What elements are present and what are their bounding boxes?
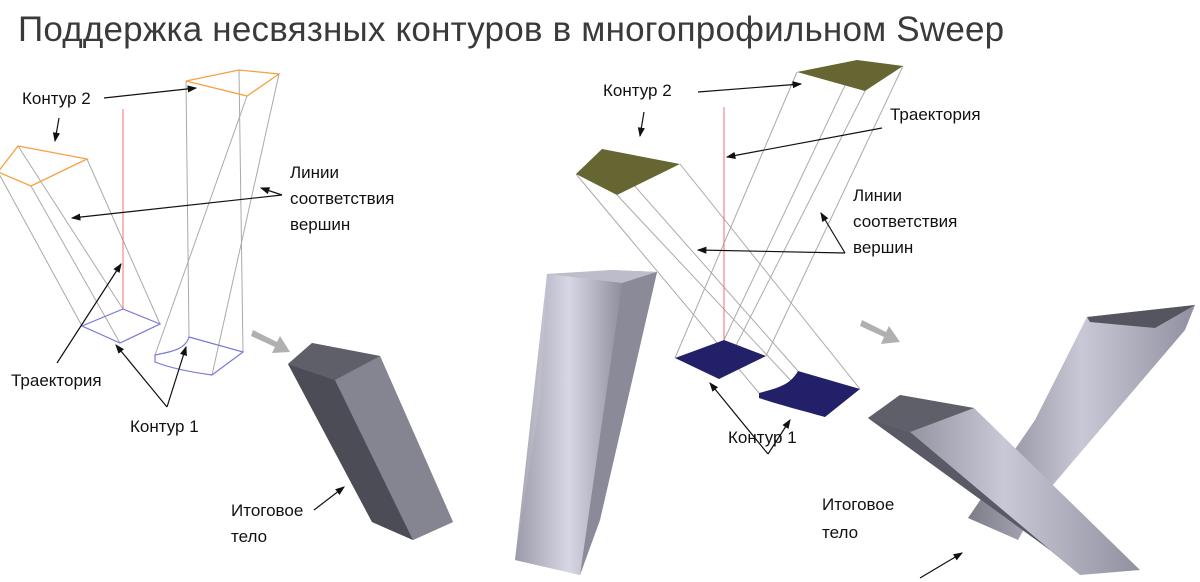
right-contour2-label: Контур 2 [603,81,672,100]
contour2-right-a [576,149,680,195]
contour1-left-b [154,336,245,376]
left-result-label-line2: тело [231,527,268,546]
left-trajectory-label: Траектория [11,371,102,390]
gray-arrow-left [251,330,290,353]
contour1-right-b [759,371,860,417]
right-trajectory-label: Траектория [890,105,981,124]
right-correspondence-label-line1: Линии [853,186,903,205]
right-callout-arrows [637,81,964,579]
left-correspondence-label-line2: соответствия [290,189,395,208]
contour2-left-a [0,145,90,187]
left-result-solid [288,270,657,575]
right-correspondence-label-line2: соответствия [853,212,958,231]
left-correspondence-label-line1: Линии [290,163,340,182]
right-contour1-label: Контур 1 [728,428,797,447]
left-contour1-label: Контур 1 [130,417,199,436]
left-correspondence-lines [0,69,280,376]
gray-arrow-right [860,320,900,344]
right-result-label-line2: тело [822,523,859,542]
contour1-left-a [80,308,162,344]
left-wireframe [0,69,281,376]
slide-title: Поддержка несвязных контуров в многопроф… [18,10,1005,49]
right-result-solid [868,305,1195,575]
right-correspondence-label-line3: вершин [853,238,914,257]
contour2-left-b [185,69,281,97]
contour1-right-a [675,340,766,379]
left-callout-arrows [52,85,345,511]
left-result-label-line1: Итоговое [231,501,304,520]
left-contour2-label: Контур 2 [22,89,91,108]
left-correspondence-label-line3: вершин [290,215,351,234]
contour2-right-b [797,60,903,91]
right-result-label-line1: Итоговое [822,495,895,514]
